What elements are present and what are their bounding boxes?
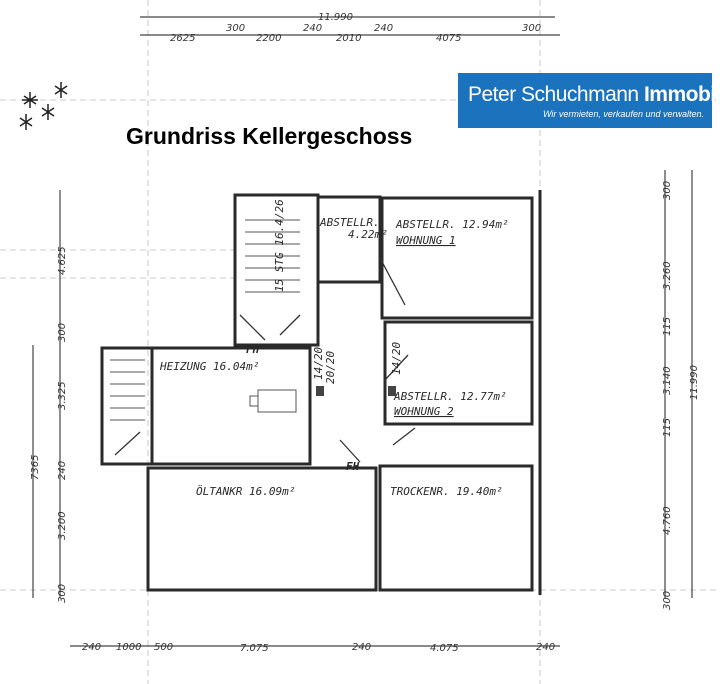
dimension-label: 300 [57, 323, 68, 342]
dimension-label: 2200 [256, 33, 281, 44]
company-logo: Peter Schuchmann Immobilien Wir vermiete… [458, 73, 720, 128]
dimension-label: 3.140 [662, 366, 673, 395]
dimension-label: 240 [82, 642, 101, 653]
dimension-label: 300 [662, 591, 673, 610]
dimension-label: 4.760 [662, 506, 673, 535]
chimney-1 [316, 386, 324, 396]
dimension-label: 4.625 [57, 246, 68, 275]
dimension-label: 240 [303, 23, 322, 34]
fire-door-label-2: FH [346, 460, 360, 473]
abstell-small-wall [316, 195, 382, 284]
room-heizung-label: HEIZUNG 16.04m² [159, 360, 259, 373]
logo-name-regular: Peter Schuchmann [468, 83, 639, 106]
dimension-lines [32, 16, 693, 647]
chimney-2-size: 14/20 [390, 342, 403, 375]
dimension-labels: 11.990 2625 300 2200 240 2010 240 4075 3… [30, 12, 700, 654]
dimension-label: 7365 [30, 455, 41, 480]
dimension-label: 1000 [116, 642, 141, 653]
dimension-label: 300 [522, 23, 541, 34]
dimension-label: 4.075 [430, 643, 459, 654]
outer-stair-wall [100, 346, 154, 466]
dimension-label: 240 [374, 23, 393, 34]
oeltank-wall [146, 466, 378, 592]
chimney-2 [388, 386, 396, 396]
logo-name: Peter Schuchmann Immobilien [468, 83, 720, 107]
staircase [110, 219, 300, 421]
dimension-label: 300 [662, 181, 673, 200]
dimension-label: 3.200 [57, 511, 68, 540]
dimension-label: 115 [662, 317, 673, 336]
abstell-2-wall [383, 320, 534, 426]
abstell-1-wall [380, 196, 534, 320]
dimension-label: 300 [226, 23, 245, 34]
walls [100, 190, 542, 595]
page-title: Grundriss Kellergeschoss [126, 123, 413, 149]
room-abstell-1-label: ABSTELLR. 12.94m² [395, 218, 509, 231]
dimension-label: 3.325 [57, 381, 68, 410]
dimension-label: 2010 [336, 33, 361, 44]
room-abstell-small-name: ABSTELLR. [319, 216, 380, 229]
north-arrow-icon [19, 82, 68, 130]
boiler-icon [249, 389, 297, 413]
room-abstell-1-unit: WOHNUNG 1 [396, 234, 456, 247]
room-trocken-label: TROCKENR. 19.40m² [390, 485, 503, 498]
dimension-label: 4075 [436, 33, 461, 44]
room-abstell-small-area: 4.22m² [348, 228, 388, 241]
dimension-label: 240 [57, 461, 68, 480]
chimney-1-size-a: 14/20 [312, 347, 325, 380]
fire-door-label-1: FH [246, 343, 260, 356]
dimension-label: 2625 [170, 33, 195, 44]
room-abstell-2-unit: WOHNUNG 2 [394, 405, 454, 418]
logo-tagline: Wir vermieten, verkaufen und verwalten. [543, 109, 704, 119]
dimension-label: 11.990 [318, 12, 353, 23]
doors [114, 257, 416, 463]
trocken-wall [378, 464, 534, 592]
chimney-1-size-b: 20/20 [324, 351, 337, 384]
dimension-label: 240 [352, 642, 371, 653]
dimension-label: 7.075 [240, 643, 269, 654]
dimension-label: 500 [154, 642, 173, 653]
dimension-label: 240 [536, 642, 555, 653]
stair-label: 15 STG 16.4/26 [273, 199, 286, 292]
room-oeltank-label: ÖLTANKR 16.09m² [196, 485, 295, 498]
dimension-label: 300 [57, 584, 68, 603]
room-abstell-2-label: ABSTELLR. 12.77m² [393, 390, 507, 403]
dimension-label: 3.260 [662, 261, 673, 290]
dimension-label: 11.990 [689, 365, 700, 400]
dimension-label: 115 [662, 418, 673, 437]
logo-name-bold: Immobilien [643, 83, 720, 106]
